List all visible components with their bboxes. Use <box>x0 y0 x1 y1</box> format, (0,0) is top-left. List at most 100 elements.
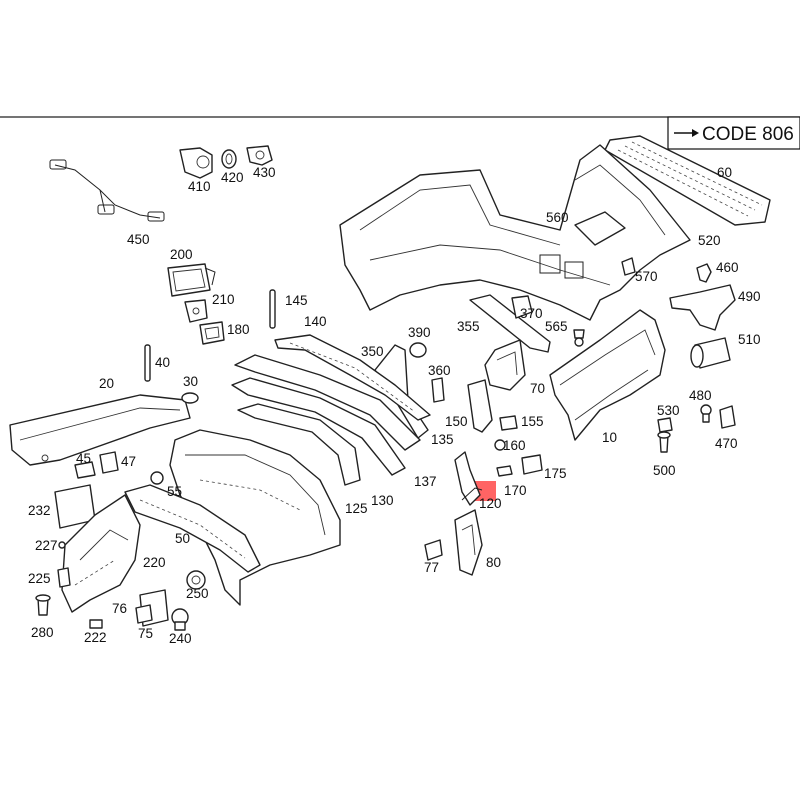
part-280-screw <box>35 594 51 616</box>
callout-10: 10 <box>602 430 617 445</box>
part-250-grommet <box>186 570 206 590</box>
callout-140: 140 <box>304 314 327 329</box>
callout-200: 200 <box>170 247 193 262</box>
callout-125: 125 <box>345 501 368 516</box>
part-470-connector <box>719 405 736 429</box>
callout-137: 137 <box>414 474 437 489</box>
part-30-clip <box>181 392 199 404</box>
callout-30: 30 <box>183 374 198 389</box>
part-222-clip <box>89 619 103 629</box>
part-480-screw <box>700 404 712 423</box>
part-430-holder <box>246 145 273 166</box>
part-145-rod <box>269 289 276 329</box>
callout-155: 155 <box>521 414 544 429</box>
part-140-trim-strip <box>274 334 431 421</box>
part-20-side-panel <box>9 394 191 466</box>
callout-130: 130 <box>371 493 394 508</box>
callout-70: 70 <box>530 381 545 396</box>
callout-355: 355 <box>457 319 480 334</box>
part-240-nut <box>171 608 189 631</box>
part-main-bumper-upper <box>339 144 691 321</box>
part-50-reinforcement <box>124 484 261 573</box>
callout-222: 222 <box>84 630 107 645</box>
callout-530: 530 <box>657 403 680 418</box>
part-80-mudflap <box>454 509 483 576</box>
part-120-trim-highlighted <box>454 451 496 506</box>
callout-280: 280 <box>31 625 54 640</box>
part-450-harness <box>49 159 165 222</box>
part-360-clip <box>431 377 445 403</box>
part-200-cover <box>167 263 216 297</box>
callout-145: 145 <box>285 293 308 308</box>
callout-570: 570 <box>635 269 658 284</box>
callout-250: 250 <box>186 586 209 601</box>
part-45-clip <box>74 461 96 479</box>
part-390-grommet <box>409 342 427 358</box>
part-410-sensor <box>179 147 213 179</box>
part-175-bracket <box>521 454 543 475</box>
callout-150: 150 <box>445 414 468 429</box>
part-10-bumper-cover <box>549 309 666 441</box>
callout-180: 180 <box>227 322 250 337</box>
callout-420: 420 <box>221 170 244 185</box>
callout-430: 430 <box>253 165 276 180</box>
callout-120: 120 <box>479 496 502 511</box>
part-565-screw <box>573 329 585 347</box>
callout-225: 225 <box>28 571 51 586</box>
part-40-rod <box>144 344 151 382</box>
callout-350: 350 <box>361 344 384 359</box>
code-reference-box: CODE 806 <box>667 116 800 150</box>
callout-77: 77 <box>424 560 439 575</box>
part-150-bracket <box>467 379 493 433</box>
part-210-bracket <box>184 299 208 323</box>
callout-47: 47 <box>121 454 136 469</box>
part-227-washer <box>58 541 66 549</box>
part-75-plate <box>135 604 153 624</box>
callout-470: 470 <box>715 436 738 451</box>
part-77-bracket <box>424 539 443 561</box>
callout-390: 390 <box>408 325 431 340</box>
part-160-screw <box>494 439 506 451</box>
callout-40: 40 <box>155 355 170 370</box>
part-135-strip <box>234 354 421 451</box>
callout-160: 160 <box>503 438 526 453</box>
callout-560: 560 <box>546 210 569 225</box>
callout-360: 360 <box>428 363 451 378</box>
part-510-exhaust-tip <box>690 337 731 369</box>
callout-50: 50 <box>175 531 190 546</box>
part-170-screw <box>496 465 513 477</box>
part-180-clip <box>199 321 225 345</box>
callout-80: 80 <box>486 555 501 570</box>
callout-410: 410 <box>188 179 211 194</box>
part-130-strip <box>237 403 361 486</box>
part-155-plate <box>499 415 518 431</box>
part-47-clip <box>99 451 119 474</box>
callout-20: 20 <box>99 376 114 391</box>
callout-135: 135 <box>431 432 454 447</box>
callout-565: 565 <box>545 319 568 334</box>
callout-55: 55 <box>167 484 182 499</box>
callout-labels: 410 420 430 450 60 560 520 200 570 460 2… <box>28 165 761 646</box>
callout-232: 232 <box>28 503 51 518</box>
callout-370: 370 <box>520 306 543 321</box>
callout-175: 175 <box>544 466 567 481</box>
callout-450: 450 <box>127 232 150 247</box>
callout-510: 510 <box>738 332 761 347</box>
callout-76: 76 <box>112 601 127 616</box>
callout-480: 480 <box>689 388 712 403</box>
callout-490: 490 <box>738 289 761 304</box>
part-225-clip <box>57 567 71 588</box>
callout-60: 60 <box>717 165 732 180</box>
callout-210: 210 <box>212 292 235 307</box>
callout-227: 227 <box>35 538 58 553</box>
callout-220: 220 <box>143 555 166 570</box>
part-70-bracket <box>484 339 526 391</box>
callout-460: 460 <box>716 260 739 275</box>
part-370-bracket <box>511 295 533 319</box>
code-reference-label: CODE 806 <box>702 124 794 145</box>
part-460-push-clip <box>696 263 712 283</box>
callout-520: 520 <box>698 233 721 248</box>
callout-75: 75 <box>138 626 153 641</box>
callout-170: 170 <box>504 483 527 498</box>
